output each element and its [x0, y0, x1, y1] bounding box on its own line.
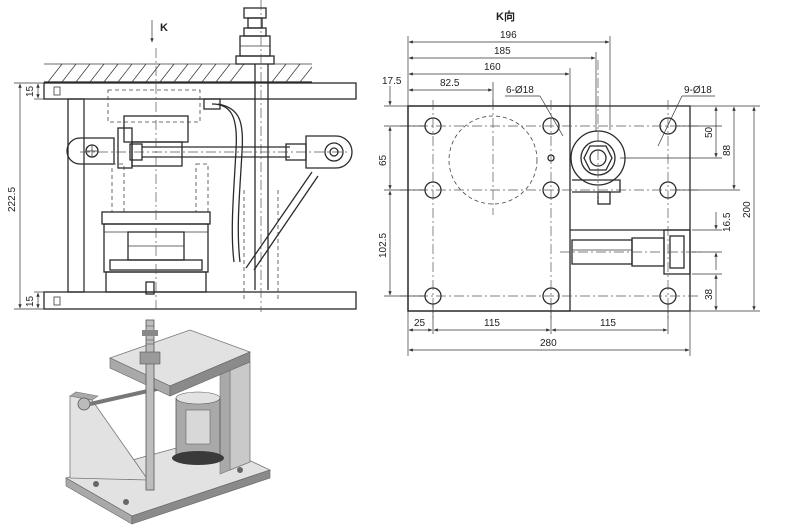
k-view: K向 — [378, 9, 760, 356]
side-plate — [67, 98, 85, 293]
dim-196: 196 — [500, 30, 517, 41]
upper-load-head — [107, 89, 201, 169]
diagonal-brace — [245, 171, 313, 269]
dim-9-holes: 9-Ø18 — [684, 85, 712, 96]
dim-16-5: 16.5 — [722, 212, 733, 232]
front-view-dimensions: 15 222.5 15 — [7, 82, 44, 310]
mounting-holes — [424, 117, 677, 305]
front-view: K — [7, 0, 357, 312]
dim-17-5: 17.5 — [382, 76, 402, 87]
k-view-title: K向 — [496, 9, 515, 23]
dim-88: 88 — [722, 144, 733, 156]
dim-top-flange: 15 — [25, 85, 36, 97]
tie-rod-plan — [560, 229, 700, 275]
dim-160: 160 — [484, 62, 501, 73]
base-plate-outline — [407, 105, 691, 312]
dim-50: 50 — [704, 126, 715, 138]
view-arrow-label: K — [160, 22, 168, 34]
dim-115-right: 115 — [600, 318, 616, 329]
sensor-cable — [211, 103, 238, 263]
dim-bottom-flange: 15 — [25, 295, 36, 307]
dim-25: 25 — [414, 318, 426, 329]
dim-185: 185 — [494, 46, 511, 57]
top-mounting-surface — [44, 63, 313, 83]
load-cell-outline — [448, 115, 538, 205]
dim-65: 65 — [378, 154, 389, 166]
dim-overall-height: 222.5 — [7, 187, 18, 212]
dim-6-holes: 6-Ø18 — [506, 85, 534, 96]
dim-200: 200 — [742, 201, 753, 218]
bottom-plate — [43, 291, 357, 310]
dim-82-5: 82.5 — [440, 78, 460, 89]
dim-115-left: 115 — [484, 318, 500, 329]
dim-102-5: 102.5 — [378, 233, 389, 258]
tie-rod-assembly — [66, 135, 353, 169]
dim-280: 280 — [540, 338, 557, 349]
k-view-dimensions: 196 185 160 82.5 17.5 6-Ø18 9-Ø18 — [378, 30, 760, 356]
dim-38: 38 — [704, 288, 715, 300]
load-cell — [101, 48, 211, 310]
top-plate-outline — [407, 105, 571, 312]
product-photo — [64, 319, 272, 525]
